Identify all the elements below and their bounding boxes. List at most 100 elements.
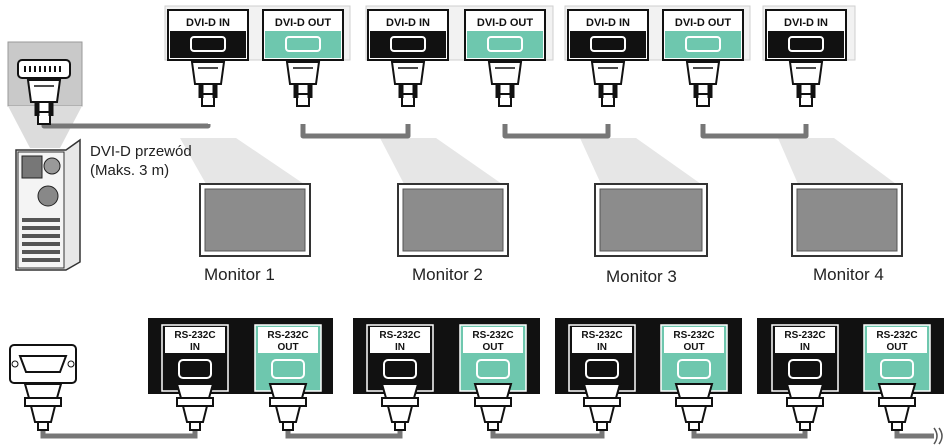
rs-cable-1-2 [285, 430, 403, 439]
dvi-port-4: DVI-D OUT [464, 9, 546, 61]
dvi-plug-5-screw-1 [612, 84, 618, 98]
pc-tower [15, 138, 81, 271]
pc-slot [22, 218, 60, 222]
dvi-port-band [665, 31, 741, 58]
dvi-plug-3 [390, 61, 426, 107]
rs-plug-3 [380, 383, 420, 431]
pc-slot [22, 242, 60, 246]
rs-socket [271, 359, 305, 379]
pc-serial-plug-boot [37, 421, 49, 431]
dvi-plug-3-boot [401, 93, 415, 107]
rs-plug-8-boot [891, 421, 903, 431]
dvi-port-label: DVI-D IN [386, 17, 430, 29]
rs-socket [585, 359, 619, 379]
dvi-plug-2-head [285, 61, 321, 85]
pc-dvi-pin [59, 66, 61, 72]
monitor-label-2: Monitor 2 [412, 265, 483, 284]
rs-port-label-bg [572, 327, 632, 353]
rs-plug-5-shell [582, 383, 622, 399]
rs-plug-2 [268, 383, 308, 431]
dvi-cable-3-4 [700, 124, 809, 139]
rs-port-label-bg [165, 327, 225, 353]
dvi-port-6: DVI-D OUT [662, 9, 744, 61]
dvi-port-2: DVI-D OUT [262, 9, 344, 61]
dvi-plug-5 [590, 61, 626, 107]
dvi-plug-4-boot [498, 93, 512, 107]
monitor-screen-1 [204, 188, 306, 252]
dvi-port-label: DVI-D OUT [477, 17, 534, 29]
rs-plug-1-boot [189, 421, 201, 431]
rs-socket [476, 359, 510, 379]
pc-serial-plug [23, 383, 63, 431]
dvi-port-5: DVI-D IN [567, 9, 649, 61]
rs-plug-4-hood [479, 405, 507, 423]
dvi-plug-7 [788, 61, 824, 107]
dvi-socket [390, 36, 426, 52]
dvi-port-label: DVI-D IN [186, 17, 230, 29]
rs-socket [788, 359, 822, 379]
rs-plug-1 [175, 383, 215, 431]
dvi-socket [590, 36, 626, 52]
pc-dvi-plug-head [26, 79, 62, 103]
rs-plug-5-boot [596, 421, 608, 431]
rs-port-label-2: IN [800, 342, 810, 353]
pc-dvi-pin [34, 66, 36, 72]
rs-plug-7-boot [799, 421, 811, 431]
cable-label-line2: (Maks. 3 m) [90, 162, 170, 179]
rs-plug-3-boot [394, 421, 406, 431]
rs-port-label-1: RS-232C [784, 330, 825, 341]
dvi-socket [285, 36, 321, 52]
rs-plug-8 [877, 383, 917, 431]
pc-dvi-pin [54, 66, 56, 72]
pc-serial-screw [11, 360, 19, 368]
dvi-plug-1-head [190, 61, 226, 85]
dvi-plug-6-screw-0 [693, 84, 699, 98]
rs-plug-7-flange [786, 397, 824, 407]
pc-serial-plug-hood [29, 405, 57, 423]
dvi-plug-4-screw-0 [495, 84, 501, 98]
rs-port-label-2: OUT [277, 342, 298, 353]
rs-plug-3-shell [380, 383, 420, 399]
monitor-beam-3 [580, 138, 701, 184]
rs-port-label-1: RS-232C [581, 330, 622, 341]
pc-serial-shell [18, 355, 68, 373]
rs-socket [880, 359, 914, 379]
rs-plug-7-shell [785, 383, 825, 399]
pc-dvi-pin [29, 66, 31, 72]
rs-plug-2-hood [274, 405, 302, 423]
monitor-label-1: Monitor 1 [204, 265, 275, 284]
monitor-screen-4 [796, 188, 898, 252]
dvi-plug-7-head [788, 61, 824, 85]
rs-plug-1-hood [181, 405, 209, 423]
rs-port-label-bg [370, 327, 430, 353]
dvi-port-label: DVI-D IN [784, 17, 828, 29]
dvi-plug-6 [685, 61, 721, 107]
dvi-plug-1-boot [201, 93, 215, 107]
rs-plug-6-shell [674, 383, 714, 399]
pc-dvi-pin [49, 66, 51, 72]
dvi-port-band [467, 31, 543, 58]
rs-port-label-bg [867, 327, 927, 353]
rs-port-label-2: IN [190, 342, 200, 353]
rs-cable-out [894, 430, 934, 439]
rs-plug-3-flange [381, 397, 419, 407]
rs-socket [178, 359, 212, 379]
dvi-plug-2-boot [296, 93, 310, 107]
pc-dvi-plug [26, 79, 62, 125]
dvi-socket [487, 36, 523, 52]
rs-plug-1-shell [175, 383, 215, 399]
rs-plug-7 [785, 383, 825, 431]
dvi-plug-7-boot [799, 93, 813, 107]
rs-plug-8-flange [878, 397, 916, 407]
pc-serial-plug-flange [24, 397, 62, 407]
pc-dvi-pin [44, 66, 46, 72]
pc-dvi-plug-screw-0 [34, 102, 40, 116]
rs-port-label-2: IN [597, 342, 607, 353]
dvi-socket [190, 36, 226, 52]
rs-plug-4-flange [474, 397, 512, 407]
monitor-screen-3 [599, 188, 703, 252]
dvi-cable-1-2 [300, 124, 411, 139]
